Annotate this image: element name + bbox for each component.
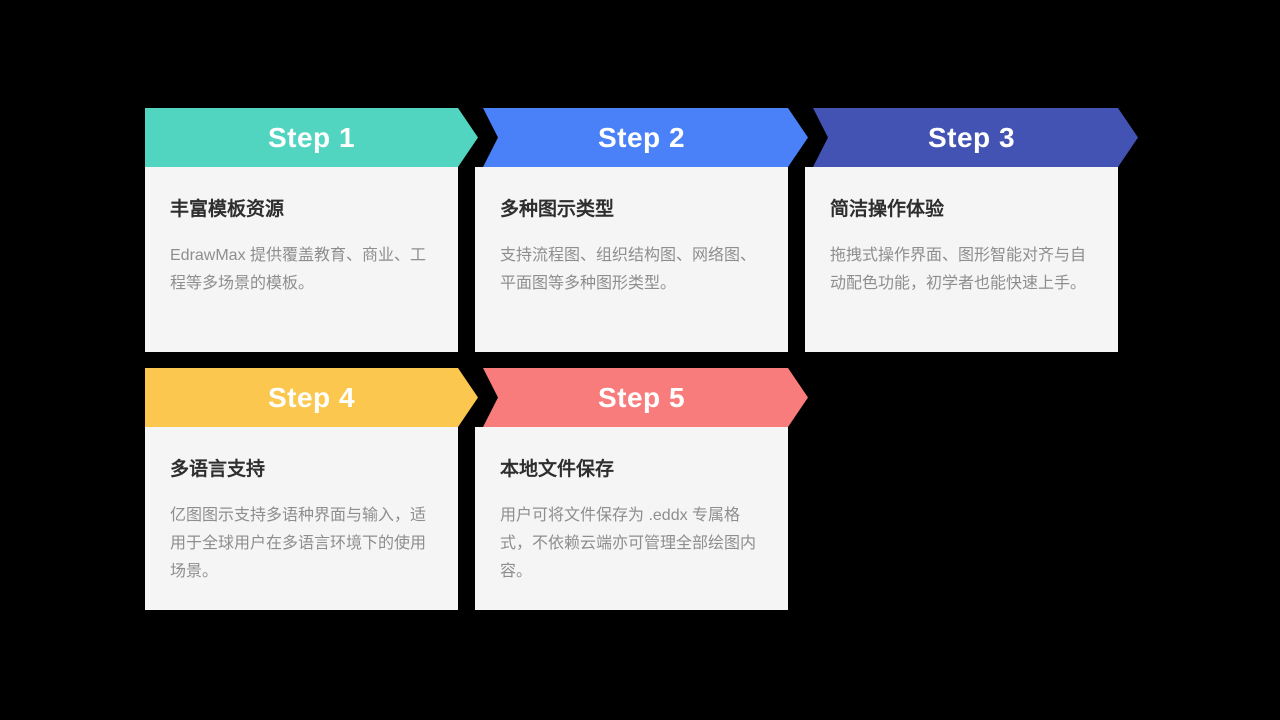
step-card: Step 1 丰富模板资源 EdrawMax 提供覆盖教育、商业、工程等多场景的… <box>145 108 478 352</box>
card-body: 多语言支持 亿图图示支持多语种界面与输入，适用于全球用户在多语言环境下的使用场景… <box>145 427 458 610</box>
card-title: 本地文件保存 <box>500 459 615 480</box>
card-title: 简洁操作体验 <box>830 199 945 220</box>
step-label: Step 5 <box>597 382 686 413</box>
step-header: Step 4 <box>145 368 478 427</box>
arrow-banner-shape <box>813 108 1138 167</box>
card-title: 丰富模板资源 <box>170 199 285 220</box>
card-description: 用户可将文件保存为 .eddx 专属格式，不依赖云端亦可管理全部绘图内容。 <box>500 507 757 580</box>
arrow-banner-shape <box>145 368 478 427</box>
card-body: 多种图示类型 支持流程图、组织结构图、网络图、平面图等多种图形类型。 <box>475 167 788 352</box>
step-label: Step 3 <box>927 122 1016 153</box>
arrow-banner-shape <box>145 108 478 167</box>
step-label: Step 4 <box>267 382 356 413</box>
card-body: 简洁操作体验 拖拽式操作界面、图形智能对齐与自动配色功能，初学者也能快速上手。 <box>805 167 1118 352</box>
card-description: 支持流程图、组织结构图、网络图、平面图等多种图形类型。 <box>500 247 757 292</box>
card-description: EdrawMax 提供覆盖教育、商业、工程等多场景的模板。 <box>170 247 427 292</box>
step-header: Step 2 <box>475 108 808 167</box>
step-card: Step 3 简洁操作体验 拖拽式操作界面、图形智能对齐与自动配色功能，初学者也… <box>805 108 1138 352</box>
step-header: Step 3 <box>805 108 1138 167</box>
step-label: Step 1 <box>267 122 356 153</box>
step-header: Step 5 <box>475 368 808 427</box>
card-description: 亿图图示支持多语种界面与输入，适用于全球用户在多语言环境下的使用场景。 <box>170 507 427 580</box>
arrow-banner-shape <box>483 368 808 427</box>
step-header: Step 1 <box>145 108 478 167</box>
card-title: 多语言支持 <box>170 459 266 480</box>
card-description: 拖拽式操作界面、图形智能对齐与自动配色功能，初学者也能快速上手。 <box>830 247 1087 292</box>
arrow-banner-shape <box>483 108 808 167</box>
card-title: 多种图示类型 <box>500 199 615 220</box>
card-body: 丰富模板资源 EdrawMax 提供覆盖教育、商业、工程等多场景的模板。 <box>145 167 458 352</box>
card-body: 本地文件保存 用户可将文件保存为 .eddx 专属格式，不依赖云端亦可管理全部绘… <box>475 427 788 610</box>
step-card: Step 5 本地文件保存 用户可将文件保存为 .eddx 专属格式，不依赖云端… <box>475 368 808 610</box>
step-card: Step 4 多语言支持 亿图图示支持多语种界面与输入，适用于全球用户在多语言环… <box>145 368 478 610</box>
step-label: Step 2 <box>597 122 686 153</box>
step-card: Step 2 多种图示类型 支持流程图、组织结构图、网络图、平面图等多种图形类型… <box>475 108 808 352</box>
